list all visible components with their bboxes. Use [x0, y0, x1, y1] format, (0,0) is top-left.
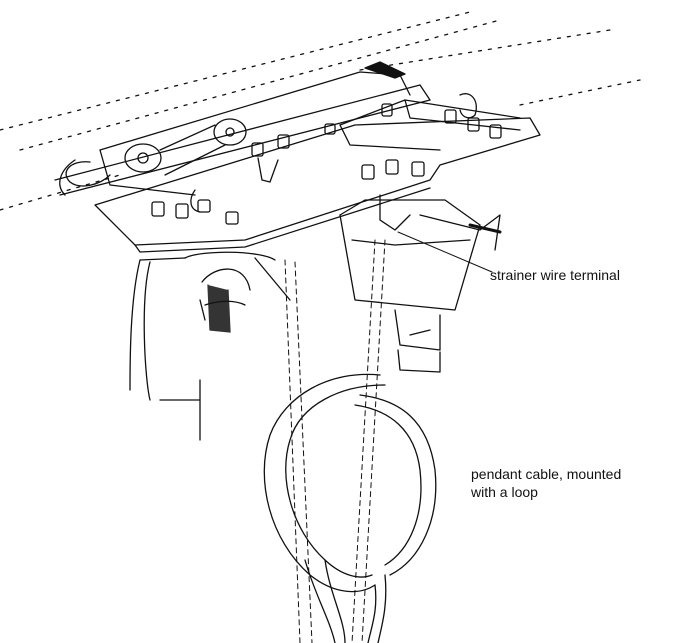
left-clamp-strap — [130, 252, 290, 440]
strainer-wires — [285, 240, 385, 643]
pendant-cable-label-line2: with a loop — [471, 484, 538, 500]
pendant-cable-label-line1: pendant cable, mounted — [471, 466, 622, 482]
pendant-cable-label: pendant cable, mounted with a loop — [471, 465, 671, 501]
junction-box — [340, 195, 500, 372]
strainer-wire-terminal-label: strainer wire terminal — [490, 267, 620, 283]
plate-bolts — [152, 104, 501, 224]
overhead-rail — [0, 12, 640, 210]
pendant-cable-loop — [264, 374, 435, 643]
wheel-left — [125, 144, 161, 172]
wheel-middle — [214, 119, 246, 145]
mounting-plate — [95, 100, 540, 252]
strainer-leader-line — [398, 232, 492, 272]
trolley-body — [66, 62, 476, 195]
